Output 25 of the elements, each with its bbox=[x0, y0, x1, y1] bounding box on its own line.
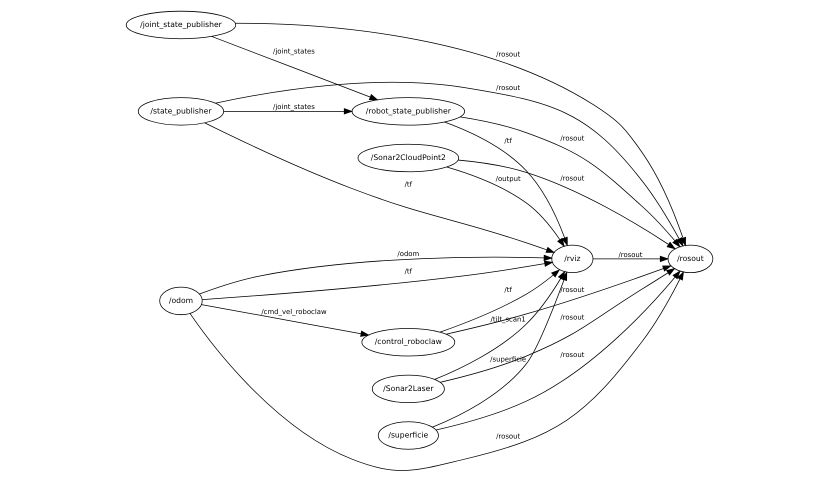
arrow bbox=[198, 254, 552, 294]
arrow bbox=[223, 108, 353, 115]
node-ellipse: /odom bbox=[158, 286, 202, 316]
node-ellipse: /state_publisher bbox=[137, 97, 224, 126]
node-ellipse: /Sonar2CloudPoint2 bbox=[357, 144, 459, 172]
node-ellipse: /robot_state_publisher bbox=[351, 97, 465, 126]
arrow bbox=[210, 36, 378, 100]
arrow bbox=[204, 122, 555, 253]
arrow bbox=[444, 122, 568, 246]
arrow bbox=[446, 166, 564, 248]
node-ellipse: /joint_state_publisher bbox=[125, 10, 236, 40]
arrow bbox=[592, 256, 669, 262]
arrow bbox=[439, 269, 560, 332]
arrow bbox=[201, 260, 553, 300]
node-ellipse: /superficie bbox=[377, 421, 438, 450]
node-ellipse: /Sonar2Laser bbox=[371, 374, 444, 403]
node-ellipse: /rosout bbox=[667, 244, 713, 274]
arrow bbox=[439, 268, 675, 383]
arrow bbox=[445, 265, 672, 335]
node-ellipse: /control_roboclaw bbox=[361, 328, 455, 356]
arrow bbox=[459, 116, 680, 248]
node-ellipse: /rviz bbox=[550, 244, 593, 274]
arrow bbox=[457, 160, 676, 250]
arrow bbox=[200, 304, 370, 337]
arrow bbox=[214, 82, 683, 247]
